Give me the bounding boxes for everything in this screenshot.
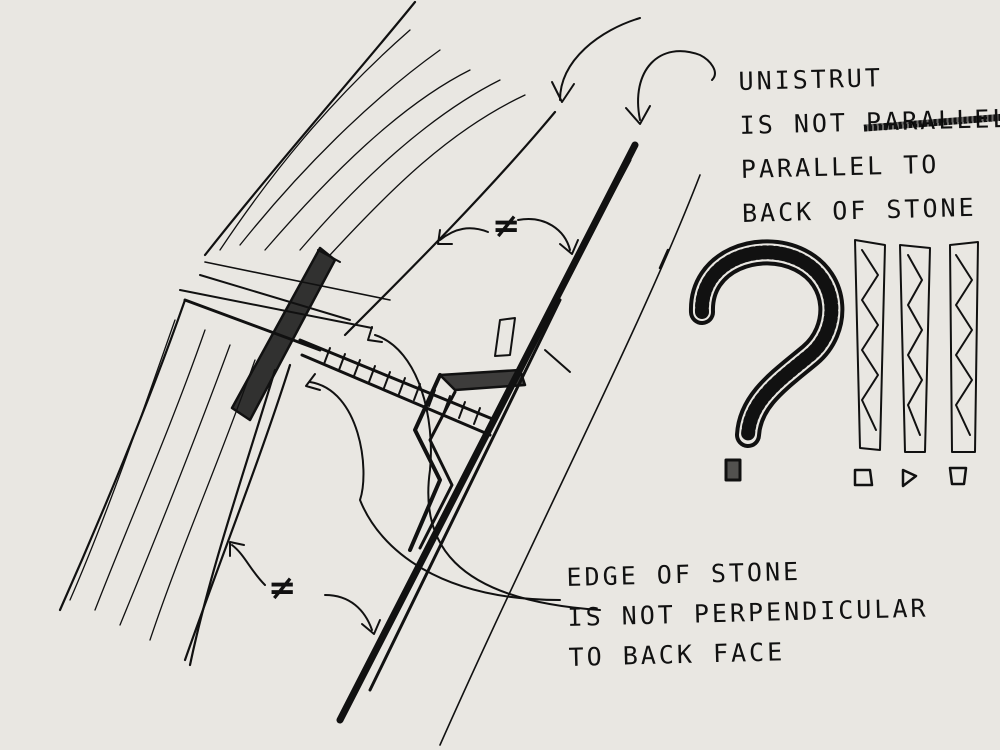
unistrut-line-2: IS NOT PARALLEL xyxy=(739,97,1000,148)
unistrut-line-3: PARALLEL TO xyxy=(740,149,940,184)
unistrut-channel xyxy=(336,141,639,724)
exclamation-mark-icon-3 xyxy=(948,241,979,486)
edge-of-stone-annotation: EDGE OF STONE IS NOT PERPENDICULAR TO BA… xyxy=(566,549,930,678)
stone-grain xyxy=(69,29,526,641)
arrow-to-bolt xyxy=(309,381,561,601)
threaded-bolt xyxy=(298,338,497,437)
unistrut-line-4: BACK OF STONE xyxy=(741,192,977,228)
arrow-top-left xyxy=(559,17,641,101)
exclamation-mark-icon-2 xyxy=(899,244,931,488)
not-equal-top: ≠ xyxy=(492,206,521,246)
stone-lower-edge-2 xyxy=(188,368,277,667)
unistrut-line-2-prefix: IS NOT xyxy=(739,107,867,140)
arrow-neq-top-left xyxy=(439,227,489,241)
not-equal-bottom: ≠ xyxy=(268,568,297,608)
stone-right-edge xyxy=(343,110,557,337)
question-mark-icon xyxy=(689,239,845,482)
stone-top-edge xyxy=(203,0,417,257)
exclamation-mark-icon-1 xyxy=(853,239,886,487)
arrow-neq-top-right xyxy=(517,218,571,251)
back-face-line xyxy=(439,174,701,746)
unistrut-line-1: UNISTRUT xyxy=(738,63,884,96)
unistrut-line-2-struck: PARALLEL xyxy=(865,97,1000,145)
anchor-slot xyxy=(179,261,391,352)
angle-bracket xyxy=(408,317,571,552)
arrow-to-slot xyxy=(374,334,601,611)
leader-arrows xyxy=(229,17,716,635)
stone-lower-edge xyxy=(183,363,292,662)
stone-slab xyxy=(58,0,557,667)
arrow-neq-bottom-right xyxy=(324,594,373,631)
unistrut-annotation: UNISTRUT IS NOT PARALLEL PARALLEL TO BAC… xyxy=(738,53,1000,236)
arrow-neq-bottom-left xyxy=(231,544,266,586)
kerf-clip xyxy=(230,246,341,422)
arrow-top-right xyxy=(637,50,716,121)
stone-left-edge xyxy=(58,298,187,612)
